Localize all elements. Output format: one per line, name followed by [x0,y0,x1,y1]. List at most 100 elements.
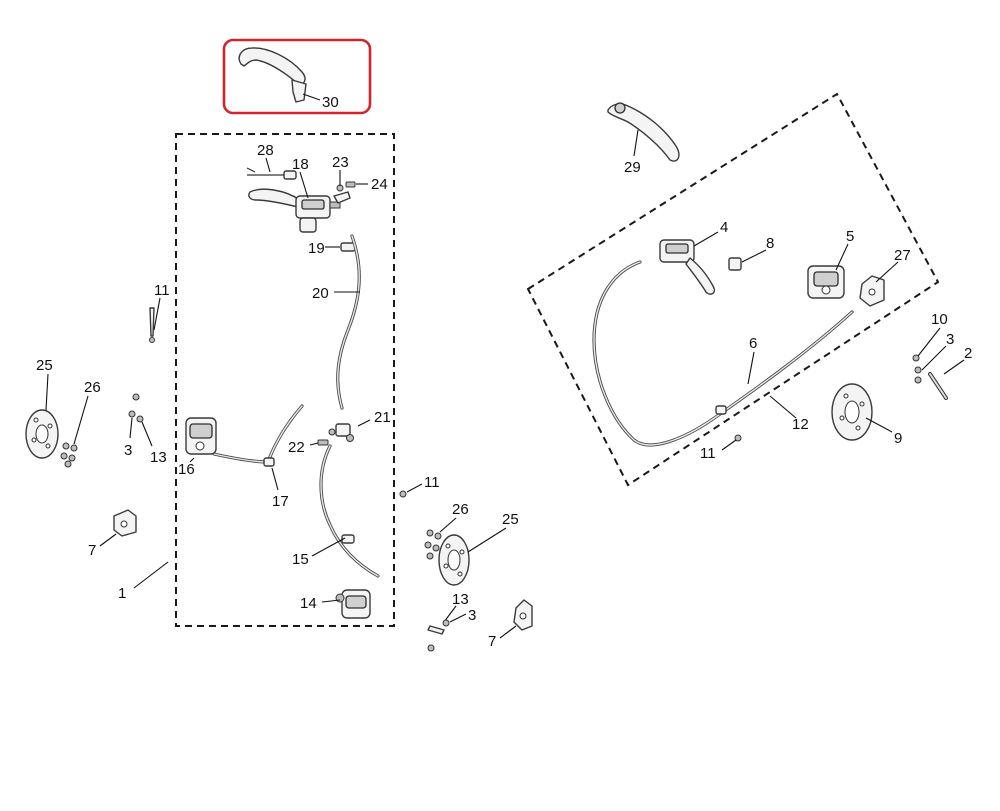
leader-25-left [45,373,49,411]
callout-14: 14 [300,595,317,612]
leader-4 [693,231,719,247]
part-9-brake-disc[interactable] [831,383,873,441]
callout-15: 15 [292,551,309,568]
part-26-bolts-center[interactable] [424,529,442,560]
leader-5 [835,243,849,271]
callout-27: 27 [894,247,911,264]
part-17-brake-hose[interactable] [212,404,304,467]
callout-30: 30 [322,94,339,111]
part-23-bracket[interactable] [333,184,351,204]
callout-11-left: 11 [154,282,170,299]
part-2-pin[interactable] [928,372,948,400]
part-25-brake-disc-left[interactable] [25,409,59,459]
part-24-screw[interactable] [345,181,356,188]
leader-16 [189,457,195,463]
callout-6: 6 [749,335,757,352]
callout-13-center: 13 [452,591,469,608]
callout-3-right: 3 [946,331,954,348]
leader-25-center [467,527,507,553]
part-13-clip-left[interactable] [136,415,144,423]
part-27-pads[interactable] [859,275,885,307]
callout-20: 20 [312,285,329,302]
leader-28 [265,157,271,173]
callout-21: 21 [374,409,391,426]
part-20-brake-hose[interactable] [336,234,361,410]
callout-24: 24 [371,176,388,193]
callout-5: 5 [846,228,854,245]
leader-18 [299,171,309,199]
leader-21 [357,419,371,427]
callout-23: 23 [332,154,349,171]
leader-7-center [499,625,517,639]
leader-13-center [443,605,457,623]
part-10-screw[interactable] [912,354,920,362]
leader-11-left [153,297,161,331]
leader-2 [943,359,965,375]
part-11-bleeder-right[interactable] [734,434,742,442]
callout-11-right: 11 [700,445,716,462]
part-3-pin-left[interactable] [128,393,140,418]
callout-2: 2 [964,345,972,362]
callout-13-left: 13 [150,449,167,466]
part-12-brake-hose[interactable] [592,260,854,447]
part-19-banjo-bolt[interactable] [340,242,356,252]
part-7-pads-left[interactable] [113,509,137,537]
callout-3-left: 3 [124,442,132,459]
callout-17: 17 [272,493,289,510]
part-29-brake-lever[interactable] [607,102,680,162]
part-16-caliper[interactable] [185,417,217,455]
part-11-bleeder-center[interactable] [399,490,407,498]
leader-14 [321,599,341,603]
part-21-three-way-joint[interactable] [328,423,354,442]
callout-4: 4 [720,219,728,236]
callout-28: 28 [257,142,274,159]
callout-25-center: 25 [502,511,519,528]
leader-1 [133,561,169,589]
leader-7-left [99,533,117,547]
leader-26-center [439,517,457,533]
callout-18: 18 [292,156,309,173]
part-14-caliper[interactable] [335,589,371,619]
part-13-clip-center[interactable] [427,625,445,635]
part-3-pin-right[interactable] [914,366,922,384]
callout-12: 12 [792,416,809,433]
dashed-group-box-left [175,133,395,627]
part-3-pin-center[interactable] [427,619,450,652]
callout-10: 10 [931,311,948,328]
part-30-brake-lever[interactable] [238,47,307,103]
leader-17 [271,467,279,491]
callout-3-center: 3 [468,607,476,624]
leader-8 [741,249,767,263]
part-28-brake-switch[interactable] [246,167,297,180]
callout-26-center: 26 [452,501,469,518]
callout-29: 29 [624,159,641,176]
callout-16: 16 [178,461,195,478]
callout-8: 8 [766,235,774,252]
leader-27 [875,261,899,283]
part-26-bolts-left[interactable] [60,442,78,468]
callout-7-left: 7 [88,542,96,559]
callout-11-center: 11 [424,474,440,491]
leader-3-center [449,613,467,623]
part-4-master-cylinder[interactable] [659,239,716,295]
callout-7-center: 7 [488,633,496,650]
leader-9 [865,417,893,433]
leader-11-right [721,439,737,451]
part-5-caliper[interactable] [807,265,845,299]
highlight-box [222,38,372,115]
part-8-nut[interactable] [728,257,742,271]
leader-29 [633,129,639,157]
part-7-pads-center[interactable] [513,599,533,631]
part-11-bleeder-left[interactable] [149,307,155,343]
leader-26-left [73,395,89,445]
part-25-brake-disc-center[interactable] [438,534,470,586]
callout-19: 19 [308,240,325,257]
part-15-brake-hose[interactable] [319,444,380,578]
part-18-master-cylinder[interactable] [248,188,341,233]
part-22-bolt[interactable] [317,439,329,446]
leader-12 [769,395,797,419]
leader-13-left [141,421,153,447]
leader-30 [302,93,321,101]
callout-25-left: 25 [36,357,53,374]
